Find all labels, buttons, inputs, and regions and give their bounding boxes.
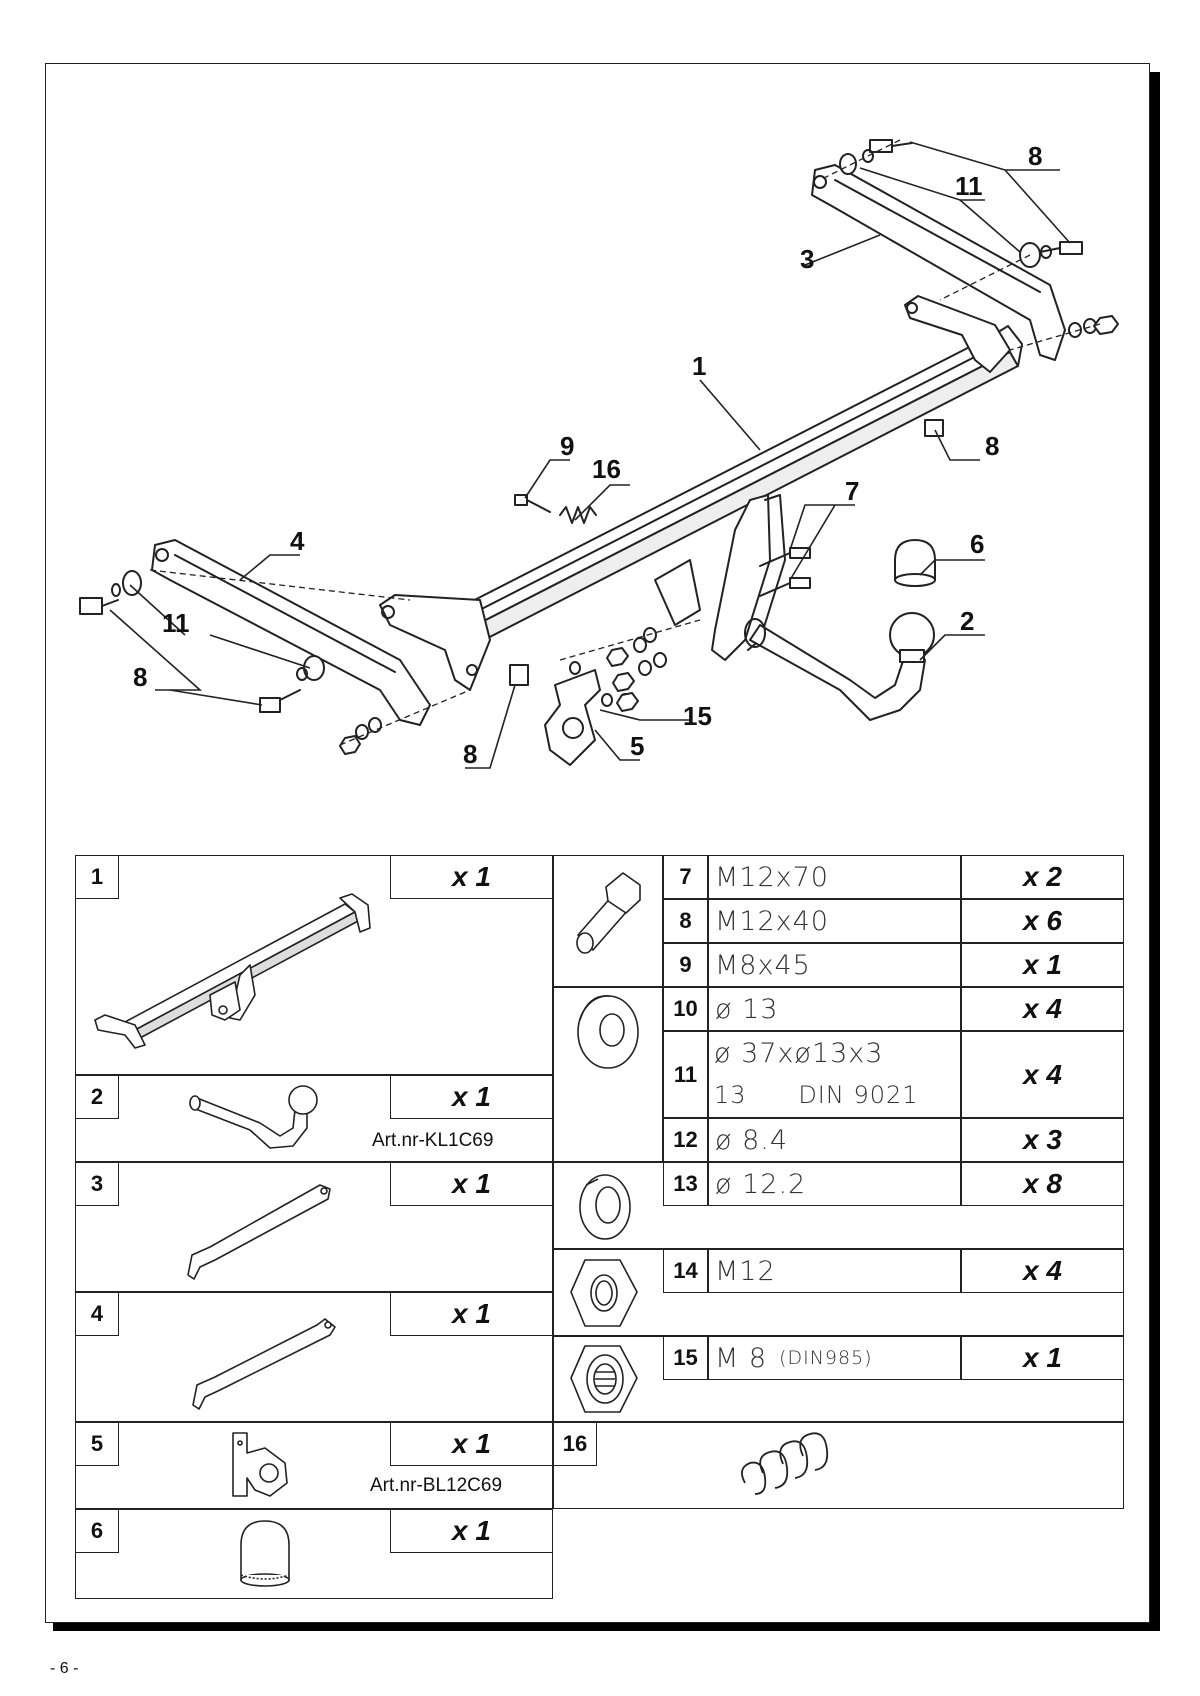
spring-washer-icon [579,1174,631,1240]
part-11-number: 11 [663,1031,708,1118]
part-7-quantity: x 2 [961,855,1124,899]
part-13-number: 13 [663,1162,708,1206]
part-13-quantity: x 8 [961,1162,1124,1206]
part-16-number: 16 [553,1422,597,1466]
part-5-number: 5 [75,1422,119,1466]
arm-3-drawing [811,164,1066,361]
crossbar-drawing [379,295,1023,691]
part-9-number: 9 [663,943,708,987]
center-lines [149,139,1101,746]
part-8-number: 8 [663,899,708,943]
callout-8-top: 8 [1028,141,1042,171]
part-9-quantity: x 1 [961,943,1124,987]
cap-drawing [894,539,936,587]
washer-icon [577,995,639,1069]
towball-cap-icon [240,1520,290,1587]
callout-labels: 8 11 3 1 8 9 16 7 4 6 11 2 8 15 5 8 [133,141,1042,769]
part-9-spec: M8x45 [708,943,961,987]
lock-nut-icon [570,1345,638,1413]
bolt-image-cell [553,855,663,987]
part-16-cell [553,1422,1124,1509]
callout-7: 7 [845,476,859,506]
hex-nut-icon [570,1259,638,1327]
arm-3-icon [187,1184,331,1280]
part-2-number: 2 [75,1075,119,1119]
callout-8-right: 8 [985,431,999,461]
part-15-spec: M 8 [715,1342,768,1374]
callout-3: 3 [800,244,814,274]
part-15-spec-cell: M 8 (DIN985) [708,1336,961,1380]
socket-plate-icon [232,1432,288,1497]
part-14-number: 14 [663,1249,708,1293]
page-number: - 6 - [50,1660,79,1677]
part-12-number: 12 [663,1118,708,1162]
part-10-number: 10 [663,987,708,1031]
part-5-quantity: x 1 [390,1422,553,1466]
part-14-quantity: x 4 [961,1249,1124,1293]
part-7-number: 7 [663,855,708,899]
crossbar-icon [94,893,371,1049]
part-1-quantity: x 1 [390,855,553,899]
part-13-spec: ø 12.2 [708,1162,961,1206]
callout-8-bottom: 8 [463,739,477,769]
towball-drawing [744,612,935,721]
callout-15: 15 [683,701,712,731]
part-12-quantity: x 3 [961,1118,1124,1162]
part-4-quantity: x 1 [390,1292,553,1336]
leader-lines [109,141,1071,769]
part-15-number: 15 [663,1336,708,1380]
part-6-number: 6 [75,1509,119,1553]
callout-8-left: 8 [133,662,147,692]
part-3-number: 3 [75,1162,119,1206]
part-15-quantity: x 1 [961,1336,1124,1380]
part-11-spec-line1: ø 37xø13x3 [714,1037,884,1069]
callout-11-left: 11 [162,608,190,638]
part-5-article-number: Art.nr-BL12C69 [370,1475,503,1496]
callout-16: 16 [592,454,621,484]
part-2-article-number: Art.nr-KL1C69 [372,1130,494,1151]
part-10-spec: ø 13 [708,987,961,1031]
arm-4-icon [192,1318,336,1410]
part-3-quantity: x 1 [390,1162,553,1206]
part-11-quantity: x 4 [961,1031,1124,1118]
part-14-spec: M12 [708,1249,961,1293]
part-11-spec-line2: 13 DIN 9021 [714,1081,919,1109]
callout-6: 6 [970,529,984,559]
part-10-quantity: x 4 [961,987,1124,1031]
part-1-number: 1 [75,855,119,899]
part-8-spec: M12x40 [708,899,961,943]
callout-9: 9 [560,431,574,461]
callout-2: 2 [960,606,974,636]
part-12-spec: ø 8.4 [708,1118,961,1162]
part-2-quantity: x 1 [390,1075,553,1119]
callout-1: 1 [692,351,706,381]
callout-11-top: 11 [955,171,983,201]
part-6-quantity: x 1 [390,1509,553,1553]
arm-4-drawing [151,539,431,726]
part-8-quantity: x 6 [961,899,1124,943]
spring-icon [741,1432,829,1495]
socket-plate-drawing [544,669,601,766]
part-7-spec: M12x70 [708,855,961,899]
part-15-spec-standard: (DIN985) [779,1347,873,1369]
part-4-number: 4 [75,1292,119,1336]
hardware-drawings [79,139,1119,755]
callout-5: 5 [630,731,644,761]
callout-4: 4 [290,526,305,556]
part-11-spec-cell [708,1031,961,1118]
towball-icon [189,1085,318,1149]
bolt-icon [576,872,641,954]
exploded-assembly-diagram: 8 11 3 1 8 9 16 7 4 6 11 2 8 15 5 8 [79,139,1119,769]
